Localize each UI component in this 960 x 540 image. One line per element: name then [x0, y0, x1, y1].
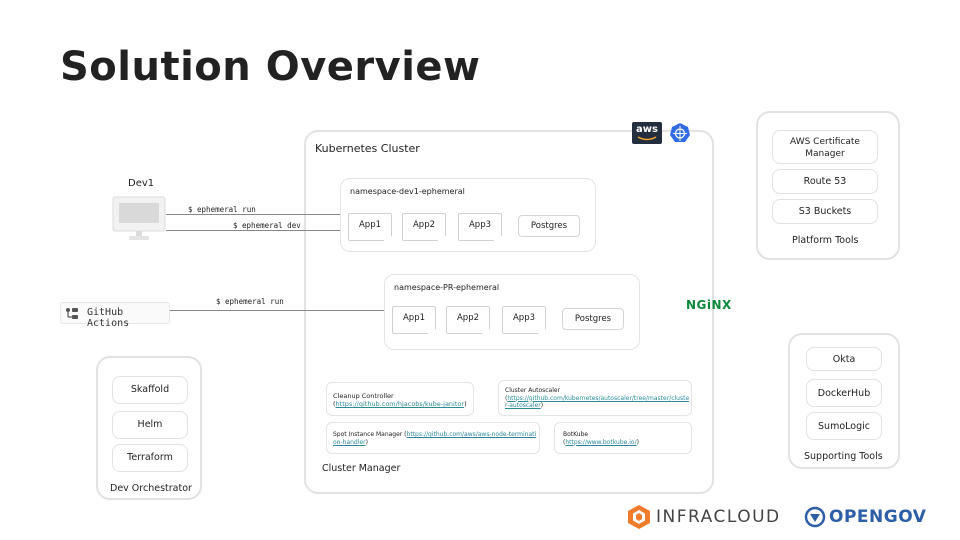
- cleanup-controller-box: Cleanup Controller (https://github.com/h…: [326, 382, 474, 416]
- cluster-autoscaler-box: Cluster Autoscaler (https://github.com/k…: [498, 380, 692, 416]
- dev1-run-command: $ ephemeral run: [188, 205, 256, 214]
- route53-pill: Route 53: [772, 169, 878, 194]
- monitor-icon: [112, 196, 166, 242]
- skaffold-pill: Skaffold: [112, 376, 188, 404]
- supporting-tools-caption: Supporting Tools: [804, 451, 883, 462]
- spot-instance-manager-label: Spot Instance Manager (: [333, 431, 407, 438]
- ns-pr-app3: App3: [502, 306, 546, 334]
- dev1-connector-dev: [166, 230, 342, 231]
- cluster-autoscaler-label: Cluster Autoscaler: [505, 387, 561, 394]
- opengov-logo-text: OPENGOV: [829, 507, 927, 527]
- spot-instance-manager-box: Spot Instance Manager (https://github.co…: [326, 422, 540, 454]
- dev1-label: Dev1: [128, 178, 155, 189]
- platform-tools-caption: Platform Tools: [792, 235, 859, 246]
- botkube-label: BotKube: [563, 431, 589, 438]
- botkube-box: BotKube (https://www.botkube.io/): [554, 422, 692, 454]
- page-title: Solution Overview: [60, 44, 481, 90]
- aws-certificate-manager-pill: AWS Certificate Manager: [772, 130, 878, 164]
- dev1-dev-command: $ ephemeral dev: [233, 221, 301, 230]
- ns-pr-postgres: Postgres: [562, 308, 624, 330]
- sumologic-pill: SumoLogic: [806, 412, 882, 440]
- github-actions-label: GitHub Actions: [87, 307, 130, 329]
- cleanup-controller-label: Cleanup Controller: [333, 392, 394, 400]
- cluster-manager-caption: Cluster Manager: [322, 463, 401, 474]
- cluster-autoscaler-link[interactable]: https://github.com/kubernetes/autoscaler…: [505, 394, 690, 410]
- namespace-dev1-label: namespace-dev1-ephemeral: [350, 187, 465, 196]
- kubernetes-cluster-label: Kubernetes Cluster: [315, 142, 420, 155]
- infracloud-logo-icon: [626, 504, 652, 530]
- spot-instance-manager-link[interactable]: https://github.com/aws/aws-node-terminat…: [333, 431, 537, 446]
- ns-dev1-app1: App1: [348, 213, 392, 241]
- dev-orchestrator-caption: Dev Orchestrator: [110, 483, 192, 494]
- aws-logo: aws: [632, 122, 662, 144]
- terraform-pill: Terraform: [112, 444, 188, 472]
- infracloud-logo-text: INFRACLOUD: [656, 507, 781, 527]
- botkube-link[interactable]: https://www.botkube.io/: [565, 438, 637, 446]
- ns-pr-app2: App2: [446, 306, 490, 334]
- nginx-logo: NGiNX: [686, 298, 732, 312]
- github-run-command: $ ephemeral run: [216, 297, 284, 306]
- kubernetes-helm-icon: [669, 122, 691, 144]
- s3-buckets-pill: S3 Buckets: [772, 199, 878, 224]
- ns-dev1-app3: App3: [458, 213, 502, 241]
- github-actions-badge: GitHub Actions: [60, 302, 170, 329]
- namespace-pr-label: namespace-PR-ephemeral: [394, 283, 500, 292]
- dev1-connector-run: [166, 214, 388, 215]
- github-actions-icon: [66, 308, 78, 319]
- ns-pr-app1: App1: [392, 306, 436, 334]
- ns-dev1-postgres: Postgres: [518, 215, 580, 237]
- dockerhub-pill: DockerHub: [806, 379, 882, 407]
- github-connector: [170, 310, 388, 311]
- helm-pill: Helm: [112, 411, 188, 439]
- cleanup-controller-link[interactable]: https://github.com/hjacobs/kube-janitor: [335, 400, 465, 408]
- opengov-logo-icon: [804, 506, 826, 528]
- okta-pill: Okta: [806, 347, 882, 371]
- ns-dev1-app2: App2: [402, 213, 446, 241]
